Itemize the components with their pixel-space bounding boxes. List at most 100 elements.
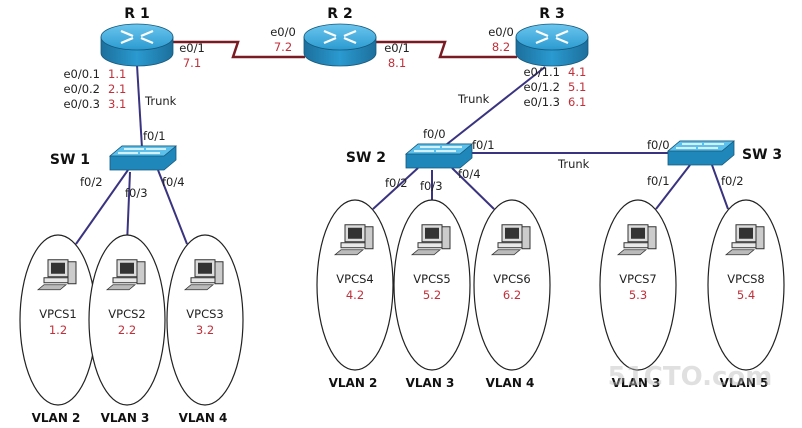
- interface-ip: 8.2: [492, 40, 510, 54]
- interface-ip: 7.2: [274, 40, 292, 54]
- vlan-label: VLAN 3: [612, 376, 661, 390]
- vlan-label: VLAN 4: [486, 376, 535, 390]
- access-link-pc2[interactable]: [126, 171, 131, 245]
- interface-r2-e00: e0/07.2: [270, 25, 296, 54]
- host-name: VPCS7: [619, 272, 656, 286]
- pc-icon: [333, 224, 374, 256]
- host-ip: 3.2: [196, 323, 214, 337]
- interface-ip: 8.1: [388, 56, 406, 70]
- host-ip: 5.4: [737, 288, 755, 302]
- interface-r2-e01: e0/18.1: [384, 41, 410, 70]
- host-ip: 5.2: [423, 288, 441, 302]
- vlan-ellipse: [88, 234, 166, 406]
- host-name: VPCS8: [727, 272, 764, 286]
- port-sw3-f02: f0/2: [721, 174, 744, 188]
- router-r2[interactable]: R 2: [303, 6, 377, 67]
- host-ip: 2.2: [118, 323, 136, 337]
- trunk-label: Trunk: [144, 94, 177, 108]
- switch-name: SW 1: [50, 152, 90, 168]
- watermark: 51CTO.com: [608, 362, 773, 392]
- interface-name: e0/1: [179, 41, 205, 55]
- interface-ip: 1.1: [108, 67, 126, 81]
- vlan-label: VLAN 4: [179, 411, 228, 425]
- switch-arrows-icon: [118, 148, 166, 154]
- host-name: VPCS2: [108, 307, 145, 321]
- pc-icon: [410, 224, 451, 256]
- vlan-label: VLAN 5: [720, 376, 769, 390]
- port-sw1-f04: f0/4: [162, 175, 185, 189]
- pc-icon: [36, 259, 77, 291]
- interface-ip: 3.1: [108, 97, 126, 111]
- router-r1[interactable]: R 1: [100, 6, 174, 67]
- pc-icon: [183, 259, 224, 291]
- switch-top: [404, 143, 474, 155]
- router-top: [100, 23, 174, 51]
- host-ip: 6.2: [503, 288, 521, 302]
- interface-ip: 7.1: [183, 56, 201, 70]
- serial-link-r2-r3[interactable]: [375, 40, 517, 59]
- interface-name: e0/0: [270, 25, 296, 39]
- access-link-pc7[interactable]: [655, 164, 691, 210]
- host-ip: 4.2: [346, 288, 364, 302]
- access-link-pc1[interactable]: [75, 169, 129, 245]
- host-name: VPCS4: [336, 272, 373, 286]
- interface-r3-e00: e0/08.2: [488, 25, 514, 54]
- port-sw1-f02: f0/2: [80, 175, 103, 189]
- pc-icon: [724, 224, 765, 256]
- trunk-link-r1-sw1[interactable]: [136, 64, 143, 149]
- trunk-label: Trunk: [557, 157, 590, 171]
- interface-name: e0/0.2: [63, 82, 100, 96]
- router-arrows-icon: [535, 29, 569, 45]
- access-link-pc8[interactable]: [711, 164, 729, 210]
- switch-top: [666, 140, 736, 152]
- router-name: R 3: [539, 6, 564, 22]
- host-name: VPCS6: [493, 272, 530, 286]
- router-arrows-icon: [120, 29, 154, 45]
- host-name: VPCS5: [413, 272, 450, 286]
- vlan-label: VLAN 3: [101, 411, 150, 425]
- vlan-ellipse: [473, 199, 551, 371]
- trunk-link-r3-sw2[interactable]: [441, 66, 546, 149]
- vlan-ellipse: [707, 199, 785, 371]
- port-sw2-f04: f0/4: [458, 167, 481, 181]
- switch-sw3[interactable]: SW 3: [666, 140, 782, 166]
- host-name: VPCS3: [186, 307, 223, 321]
- access-link-pc4[interactable]: [372, 167, 419, 210]
- interface-name: e0/0.1: [63, 67, 100, 81]
- switch-top: [108, 145, 178, 157]
- port-sw2-f01: f0/1: [472, 138, 495, 152]
- vlan-label: VLAN 2: [329, 376, 378, 390]
- vlan-ellipse: [599, 199, 677, 371]
- interface-r1-sub1: e0/0.1 1.1: [63, 67, 126, 81]
- access-link-pc6[interactable]: [451, 167, 495, 210]
- port-sw1-f03: f0/3: [125, 186, 148, 200]
- trunk-label: Trunk: [457, 92, 490, 106]
- serial-link-r1-r2[interactable]: [172, 40, 305, 59]
- access-link-pc3[interactable]: [157, 169, 188, 245]
- switch-sw1[interactable]: SW 1: [50, 145, 178, 171]
- router-r3[interactable]: R 3: [515, 6, 589, 67]
- port-sw2-f03: f0/3: [420, 179, 443, 193]
- switch-arrows-icon: [676, 143, 724, 149]
- vlan-label: VLAN 3: [406, 376, 455, 390]
- interface-name: e0/1: [384, 41, 410, 55]
- pc-icon: [490, 224, 531, 256]
- interface-ip: 2.1: [108, 82, 126, 96]
- switch-sw2[interactable]: SW 2: [346, 143, 474, 169]
- host-name: VPCS1: [39, 307, 76, 321]
- host-ip: 1.2: [49, 323, 67, 337]
- interface-ip: 4.1: [568, 65, 586, 79]
